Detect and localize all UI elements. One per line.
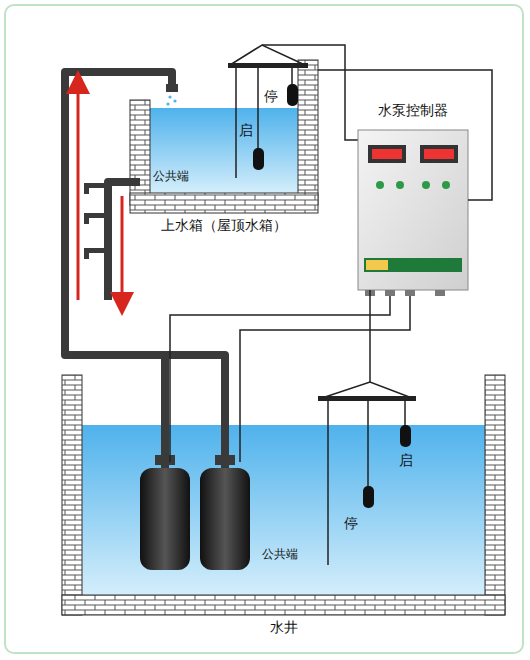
sensor-label: 公共端: [262, 546, 298, 563]
diagram-node: 上水箱（屋顶水箱）: [130, 55, 318, 213]
sensor-label: 启: [399, 452, 413, 470]
control-wire: [318, 70, 492, 200]
wire-line: [318, 70, 492, 200]
control-wire: [370, 290, 371, 375]
node-heading: 上水箱（屋顶水箱）: [161, 217, 287, 235]
sensor-label: 停: [264, 88, 278, 106]
sensor-label: 停: [344, 515, 358, 533]
node-heading: 水井: [270, 619, 298, 637]
sensor-label: 启: [239, 122, 253, 140]
sensor-label: 公共端: [153, 168, 189, 185]
diagram-node: 水泵控制器: [358, 130, 468, 290]
wire-line: [369, 290, 371, 375]
node-heading: 水泵控制器: [378, 102, 448, 120]
diagram-node: 水井: [62, 375, 505, 615]
